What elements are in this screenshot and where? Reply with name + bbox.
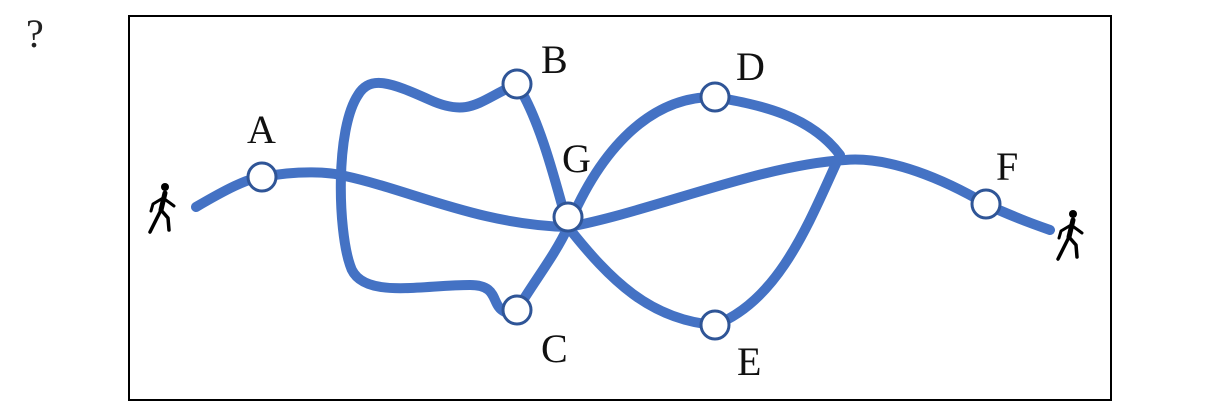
node-d xyxy=(699,81,731,113)
node-c xyxy=(501,294,533,326)
node-g xyxy=(552,201,584,233)
node-e xyxy=(699,309,731,341)
walking-person-icon xyxy=(1056,210,1084,261)
path-g-e xyxy=(563,222,720,330)
node-labels: A B C D E F G xyxy=(247,37,1018,384)
diagram-frame xyxy=(128,15,1112,401)
label-c: C xyxy=(541,326,568,371)
paths xyxy=(191,77,1055,330)
label-f: F xyxy=(996,144,1018,189)
node-b xyxy=(501,68,533,100)
question-mark: ? xyxy=(26,11,44,56)
label-e: E xyxy=(737,339,761,384)
nodes xyxy=(246,68,1002,341)
path-d-loop xyxy=(710,92,845,330)
label-d: D xyxy=(736,44,765,89)
path-loop-b-c xyxy=(335,77,522,317)
path-a-g xyxy=(257,167,573,232)
node-a xyxy=(246,161,278,193)
node-f xyxy=(970,188,1002,220)
path-g-d xyxy=(563,91,720,232)
label-b: B xyxy=(541,37,568,82)
label-a: A xyxy=(247,107,276,152)
walking-person-icon xyxy=(148,183,176,234)
path-g-f xyxy=(563,154,991,232)
path-end-cap xyxy=(998,205,1050,234)
label-g: G xyxy=(562,136,591,181)
